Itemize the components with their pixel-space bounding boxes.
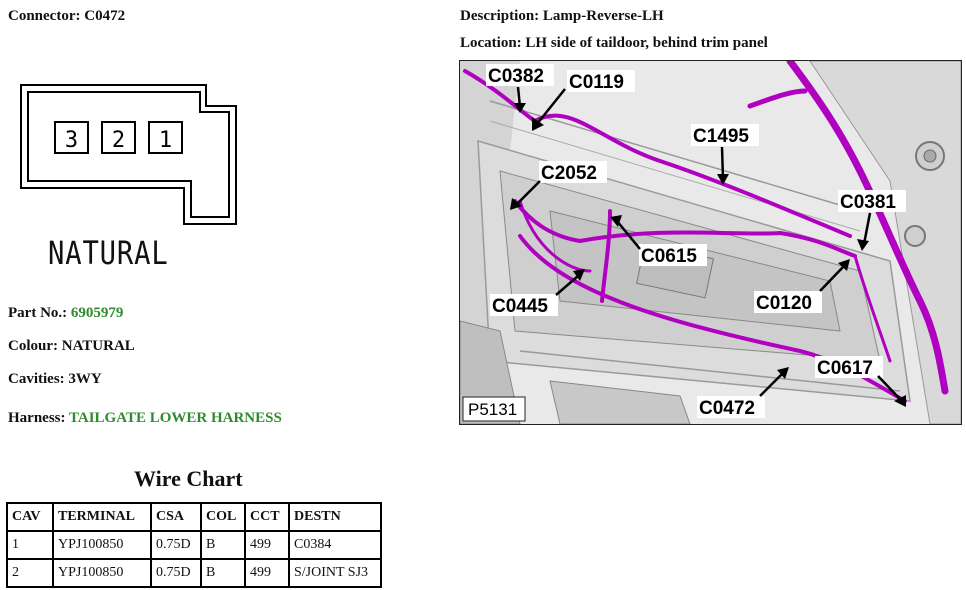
cell-col: B [200, 530, 246, 560]
svg-text:C0445: C0445 [492, 296, 548, 317]
part-no-label: Part No.: [8, 305, 68, 321]
description-label: Description: [460, 8, 540, 24]
callout-c0381[interactable]: C0381 [838, 190, 906, 251]
cell-cct: 499 [244, 558, 290, 588]
svg-text:C1495: C1495 [693, 126, 749, 147]
connector-heading: Connector: C0472 [8, 8, 125, 25]
cavities-label: Cavities: [8, 371, 65, 387]
cell-col: B [200, 558, 246, 588]
cavity-3: 3 [54, 121, 89, 154]
callout-c0615[interactable]: C0615 [610, 215, 707, 267]
svg-text:C0120: C0120 [756, 293, 812, 314]
part-no-line: Part No.: 6905979 [8, 305, 123, 322]
callout-c0120[interactable]: C0120 [754, 259, 850, 314]
harness-label: Harness: [8, 410, 66, 426]
colour-label: Colour: [8, 338, 58, 354]
location-label: Location: [460, 35, 522, 51]
callout-c0472[interactable]: C0472 [697, 367, 789, 419]
cavity-1-number: 1 [159, 128, 172, 153]
cavity-1: 1 [148, 121, 183, 154]
colour-value: NATURAL [61, 338, 135, 354]
connector-value: C0472 [84, 8, 126, 24]
svg-text:C0472: C0472 [699, 398, 755, 419]
wire-chart-title: Wire Chart [134, 466, 243, 491]
cavities-value: 3WY [68, 371, 102, 387]
location-line: Location: LH side of taildoor, behind tr… [460, 35, 768, 52]
cavities-line: Cavities: 3WY [8, 371, 102, 388]
description-line: Description: Lamp-Reverse-LH [460, 8, 664, 25]
wire-chart-header-row: CAV TERMINAL CSA COL CCT DESTN [6, 502, 382, 532]
table-row: 2 YPJ100850 0.75D B 499 S/JOINT SJ3 [6, 558, 382, 588]
cell-cav: 2 [6, 558, 54, 588]
cell-cav: 1 [6, 530, 54, 560]
description-value: Lamp-Reverse-LH [542, 8, 664, 24]
callout-c0617[interactable]: C0617 [815, 356, 906, 407]
svg-text:C0381: C0381 [840, 192, 896, 213]
header-cct: CCT [244, 502, 290, 532]
cell-terminal: YPJ100850 [52, 530, 152, 560]
location-value: LH side of taildoor, behind trim panel [525, 35, 768, 51]
harness-line: Harness: TAILGATE LOWER HARNESS [8, 410, 282, 427]
harness-link[interactable]: TAILGATE LOWER HARNESS [68, 410, 282, 426]
callout-c1495[interactable]: C1495 [691, 124, 759, 185]
header-col: COL [200, 502, 246, 532]
cell-destn[interactable]: C0384 [288, 530, 382, 560]
location-illustration: C0382 C0119 C1495 C2052 C0381 C0615 C044… [459, 60, 962, 425]
header-destn: DESTN [288, 502, 382, 532]
connector-face-diagram: 3 2 1 [20, 84, 237, 225]
cell-cct: 499 [244, 530, 290, 560]
svg-text:C0382: C0382 [488, 66, 544, 87]
cell-csa: 0.75D [150, 558, 202, 588]
callout-c0382[interactable]: C0382 [486, 64, 554, 113]
callout-c0445[interactable]: C0445 [490, 269, 585, 317]
picture-reference: P5131 [468, 400, 517, 419]
svg-text:C0615: C0615 [641, 246, 697, 267]
callout-c0119[interactable]: C0119 [532, 70, 635, 131]
svg-text:C0119: C0119 [569, 72, 624, 93]
svg-text:C0617: C0617 [817, 358, 873, 379]
cavity-2: 2 [101, 121, 136, 154]
connector-label: Connector: [8, 8, 81, 24]
callout-c2052[interactable]: C2052 [510, 161, 607, 210]
wire-chart-table: CAV TERMINAL CSA COL CCT DESTN 1 YPJ1008… [6, 502, 382, 588]
diagram-colour-text: NATURAL [48, 234, 169, 272]
part-no-link[interactable]: 6905979 [70, 305, 124, 321]
table-row: 1 YPJ100850 0.75D B 499 C0384 [6, 530, 382, 560]
cavity-3-number: 3 [65, 128, 78, 153]
header-terminal: TERMINAL [52, 502, 152, 532]
cell-terminal: YPJ100850 [52, 558, 152, 588]
header-csa: CSA [150, 502, 202, 532]
header-cav: CAV [6, 502, 54, 532]
cavity-2-number: 2 [112, 128, 125, 153]
svg-text:C2052: C2052 [541, 163, 597, 184]
colour-line: Colour: NATURAL [8, 338, 135, 355]
cell-csa: 0.75D [150, 530, 202, 560]
cell-destn[interactable]: S/JOINT SJ3 [288, 558, 382, 588]
